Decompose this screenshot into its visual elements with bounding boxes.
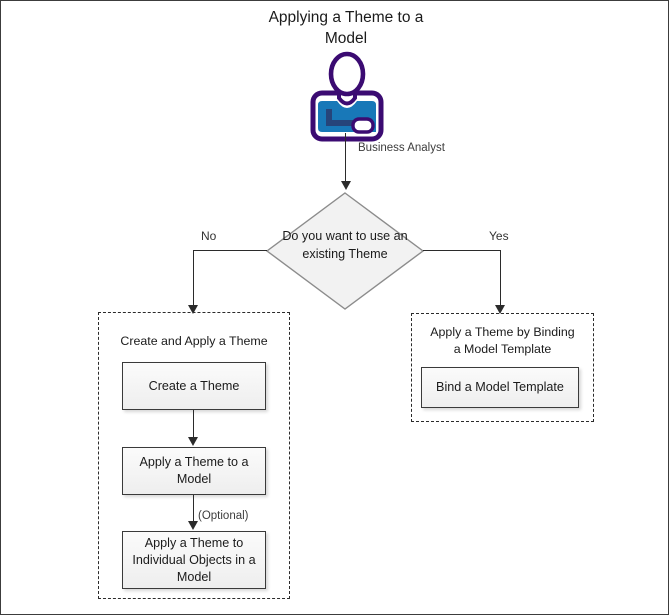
arrowhead-apply-to-objects bbox=[188, 521, 199, 530]
page-title: Applying a Theme to a Model bbox=[268, 9, 424, 47]
arrowhead-actor-to-decision bbox=[340, 181, 351, 190]
process-box-apply-a-theme-to-a-model[interactable]: Apply a Theme to a Model bbox=[122, 447, 266, 495]
branch-label-yes: Yes bbox=[489, 229, 509, 243]
group-title-apply-a-theme-by-binding: Apply a Theme by Binding a Model Templat… bbox=[430, 325, 575, 356]
branch-label-no: No bbox=[201, 229, 217, 243]
connector-create-to-apply bbox=[193, 410, 195, 438]
actor-label: Business Analyst bbox=[358, 142, 445, 154]
arrowhead-no-branch bbox=[188, 305, 199, 314]
connector-actor-to-decision bbox=[345, 133, 347, 181]
connector-apply-to-objects bbox=[193, 495, 195, 522]
process-box-bind-a-model-template[interactable]: Bind a Model Template bbox=[421, 367, 579, 408]
connector-no-horizontal bbox=[193, 250, 267, 252]
group-apply-a-theme-by-binding-a-model-template: Apply a Theme by Binding a Model Templat… bbox=[411, 313, 594, 422]
connector-no-vertical bbox=[193, 250, 195, 306]
optional-label: (Optional) bbox=[198, 510, 249, 522]
group-title-create-and-apply-a-theme: Create and Apply a Theme bbox=[120, 334, 268, 348]
decision-node: Do you want to use an existing Theme bbox=[265, 191, 425, 311]
process-box-create-a-theme[interactable]: Create a Theme bbox=[122, 362, 266, 410]
group-create-and-apply-a-theme: Create and Apply a Theme bbox=[98, 312, 290, 599]
process-box-apply-a-theme-to-individual-objects[interactable]: Apply a Theme to Individual Objects in a… bbox=[122, 531, 266, 589]
connector-yes-horizontal bbox=[423, 250, 501, 252]
business-analyst-actor-icon bbox=[306, 51, 388, 145]
decision-label: Do you want to use an existing Theme bbox=[282, 229, 408, 261]
arrowhead-yes-branch bbox=[495, 305, 506, 314]
connector-yes-vertical bbox=[500, 250, 502, 306]
arrowhead-create-to-apply bbox=[188, 437, 199, 446]
